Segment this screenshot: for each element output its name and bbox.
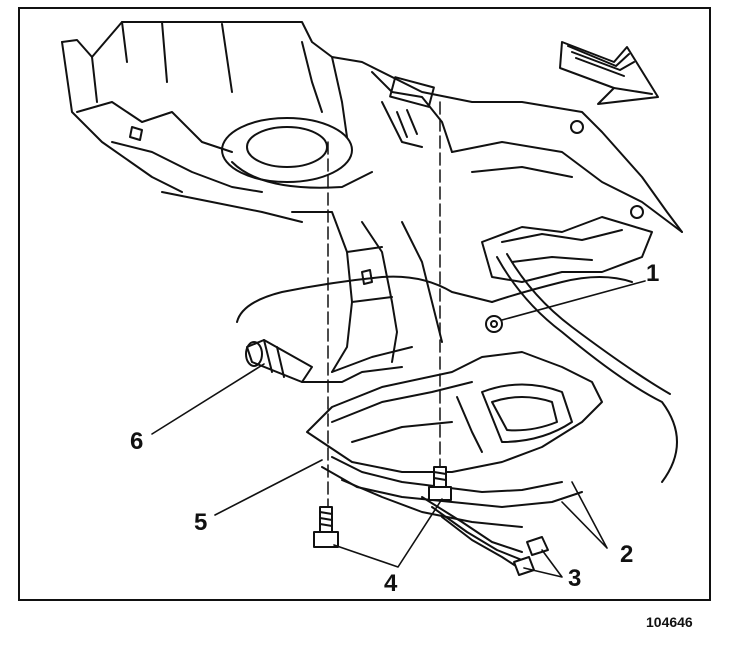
bolt-left [313, 506, 339, 548]
hose-line [236, 253, 678, 483]
front-direction-arrow-icon [559, 41, 659, 105]
alignment-lines [327, 101, 441, 508]
diagram-frame: 1 2 3 4 5 6 [18, 7, 711, 601]
underbody-structure [61, 21, 683, 233]
figure-number: 104646 [646, 614, 693, 630]
bracket-assembly [306, 351, 603, 528]
callout-6: 6 [130, 428, 144, 455]
lower-lines [421, 496, 528, 571]
callout-5: 5 [194, 509, 208, 536]
leader-lines [151, 280, 646, 578]
callout-3: 3 [568, 565, 582, 592]
exploded-view-drawing [61, 21, 683, 578]
callout-2: 2 [620, 541, 634, 568]
pipe-assembly [245, 339, 403, 383]
bolt-right [428, 466, 452, 501]
center-crossmember [291, 211, 443, 373]
callout-1: 1 [646, 260, 660, 287]
callout-4: 4 [384, 570, 398, 597]
rear-pocket [481, 216, 653, 283]
clip-fitting [485, 315, 503, 333]
